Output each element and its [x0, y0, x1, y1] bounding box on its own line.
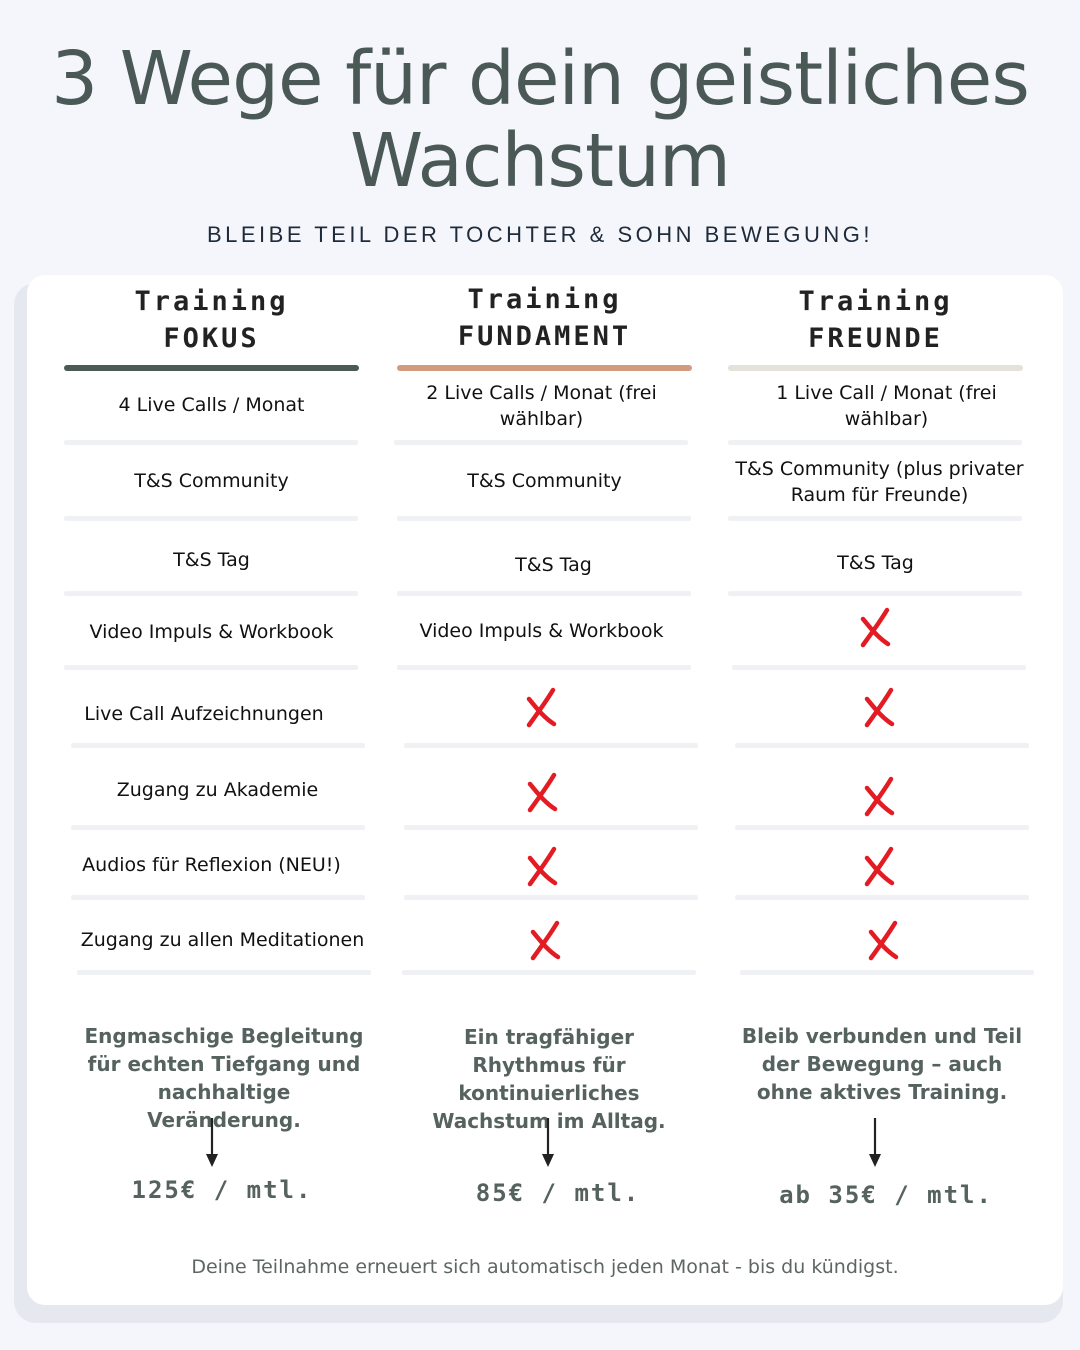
row-divider	[728, 516, 1022, 521]
feature-cell: Audios für Reflexion (NEU!)	[82, 854, 341, 876]
row-divider	[402, 970, 696, 975]
feature-cell: Live Call Aufzeichnungen	[84, 703, 324, 725]
row-divider	[397, 516, 691, 521]
plan-name: FREUNDE	[808, 323, 943, 354]
red-x-icon	[868, 920, 899, 961]
plan-name: FOKUS	[163, 323, 260, 354]
plan-accent-bar-fokus	[64, 365, 359, 371]
row-divider	[404, 895, 698, 900]
renewal-note: Deine Teilnahme erneuert sich automatisc…	[191, 1256, 899, 1278]
row-divider	[404, 825, 698, 830]
plan-tagline-freunde: Bleib verbunden und Teil der Bewegung – …	[741, 1024, 1023, 1104]
row-divider	[77, 970, 371, 975]
row-divider	[397, 665, 691, 670]
row-divider	[64, 665, 358, 670]
page-title: 3 Wege für dein geistliches Wachstum	[0, 38, 1080, 202]
row-divider	[735, 825, 1029, 830]
red-x-icon	[527, 846, 558, 887]
row-divider	[394, 440, 688, 445]
feature-cell: Video Impuls & Workbook	[419, 620, 664, 642]
plan-header-fundament: Training FUNDAMENT	[397, 282, 692, 356]
plan-header-fokus: Training FOKUS	[64, 284, 359, 358]
plan-price-fokus: 125€ / mtl.	[131, 1176, 313, 1204]
plan-header-freunde: Training FREUNDE	[728, 284, 1023, 358]
red-x-icon	[864, 687, 895, 728]
row-divider	[735, 743, 1029, 748]
arrow-down-icon	[869, 1118, 881, 1167]
row-divider	[71, 895, 365, 900]
row-divider	[728, 591, 1022, 596]
red-x-icon	[860, 607, 891, 648]
plan-accent-bar-freunde	[728, 365, 1023, 371]
feature-cell: 4 Live Calls / Monat	[118, 394, 305, 416]
red-x-icon	[527, 772, 558, 813]
row-divider	[64, 516, 358, 521]
row-divider	[64, 440, 358, 445]
arrow-down-icon	[206, 1118, 218, 1167]
feature-cell: 1 Live Call / Monat (frei wählbar)	[776, 382, 997, 430]
plan-label: Training	[467, 284, 622, 315]
feature-cell: T&S Tag	[837, 552, 914, 574]
red-x-icon	[526, 687, 557, 728]
feature-cell: T&S Tag	[173, 549, 250, 571]
feature-cell: Zugang zu allen Meditationen	[80, 929, 365, 951]
row-divider	[735, 895, 1029, 900]
row-divider	[404, 743, 698, 748]
row-divider	[71, 743, 365, 748]
row-divider	[64, 591, 358, 596]
red-x-icon	[864, 846, 895, 887]
plan-label: Training	[798, 286, 953, 317]
plan-name: FUNDAMENT	[457, 321, 632, 352]
subtitle: BLEIBE TEIL DER TOCHTER & SOHN BEWEGUNG!	[206, 222, 874, 247]
title-line-2: Wachstum	[350, 118, 731, 204]
plan-price-fundament: 85€ / mtl.	[475, 1179, 641, 1207]
feature-cell: Video Impuls & Workbook	[89, 621, 334, 643]
arrow-down-icon	[542, 1118, 554, 1167]
red-x-icon	[530, 920, 561, 961]
row-divider	[71, 825, 365, 830]
plan-label: Training	[134, 286, 289, 317]
feature-cell: 2 Live Calls / Monat (frei wählbar)	[426, 382, 657, 430]
plan-price-freunde: ab 35€ / mtl.	[779, 1181, 993, 1209]
row-divider	[740, 970, 1034, 975]
row-divider	[732, 665, 1026, 670]
row-divider	[397, 591, 691, 596]
feature-cell: T&S Community	[467, 470, 622, 492]
red-x-icon	[864, 776, 895, 817]
feature-cell: T&S Community (plus privater Raum für Fr…	[735, 458, 1024, 506]
feature-cell: T&S Tag	[515, 554, 592, 576]
plan-tagline-fokus: Engmaschige Begleitung für echten Tiefga…	[84, 1024, 364, 1132]
title-line-1: 3 Wege für dein geistliches	[51, 36, 1030, 122]
plan-accent-bar-fundament	[397, 365, 692, 371]
feature-cell: Zugang zu Akademie	[116, 779, 319, 801]
row-divider	[728, 440, 1022, 445]
feature-cell: T&S Community	[134, 470, 289, 492]
